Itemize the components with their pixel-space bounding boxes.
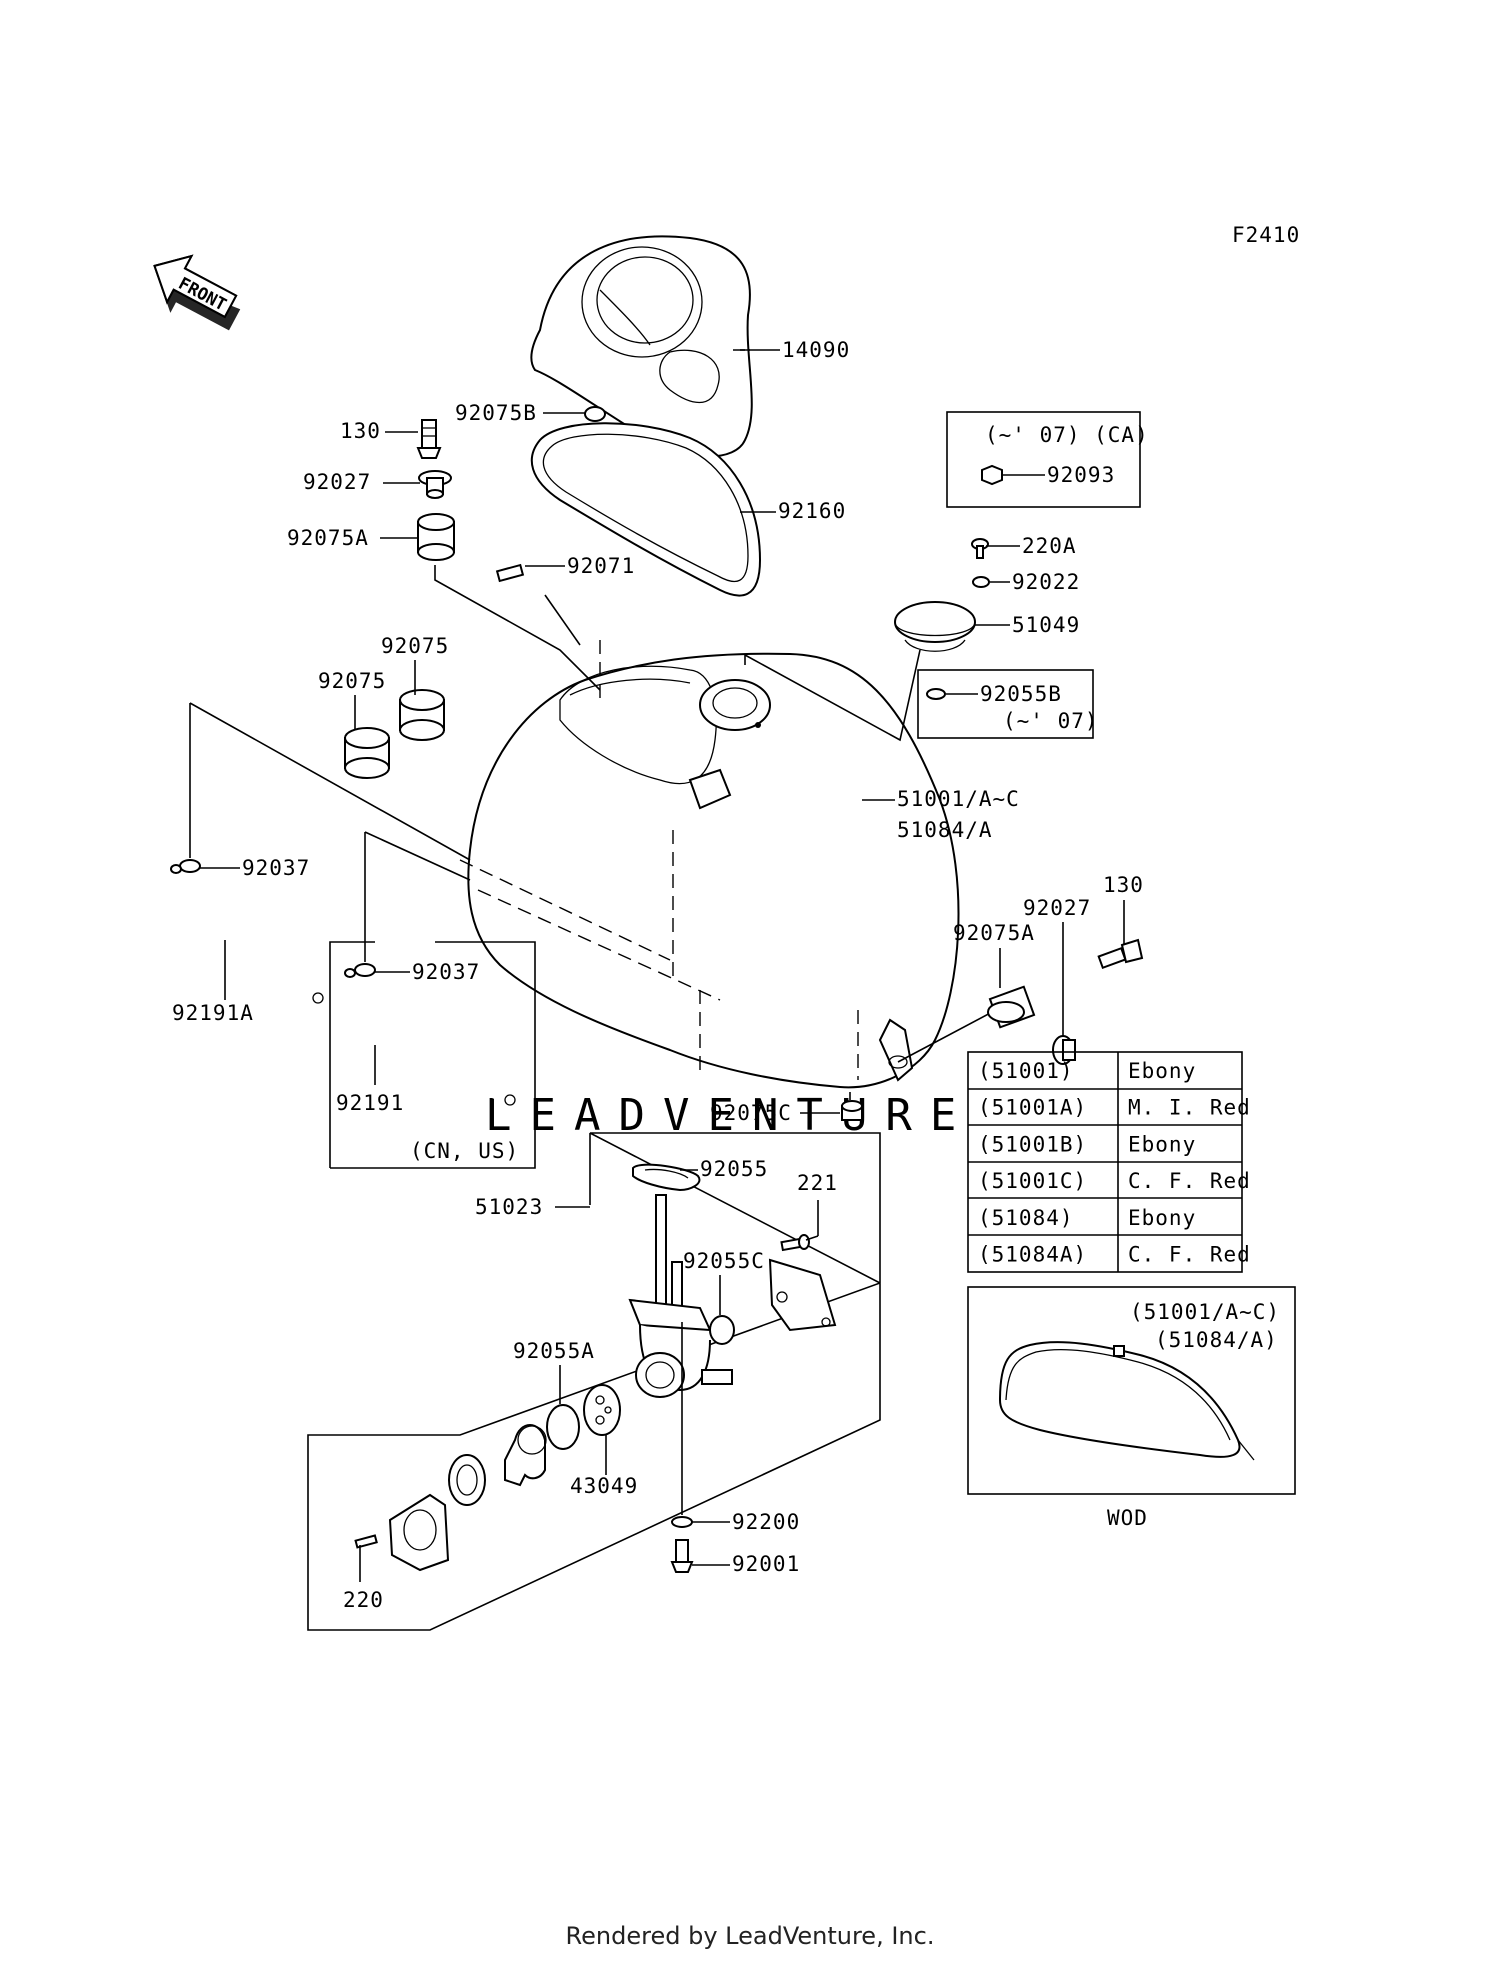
color-table-part: (51001B) (978, 1132, 1087, 1156)
hose-92191 (360, 997, 516, 1106)
footer-credit: Rendered by LeadVenture, Inc. (565, 1922, 935, 1950)
label-92093: 92093 (1047, 463, 1115, 487)
washer-92200 (671, 1516, 693, 1528)
color-table-part: (51001C) (978, 1169, 1087, 1193)
label-221: 221 (797, 1171, 838, 1195)
diagram-code: F2410 (1232, 223, 1300, 247)
wod-tank-outline (998, 1341, 1255, 1461)
label-43049: 43049 (570, 1474, 638, 1498)
label-92071: 92071 (567, 554, 635, 578)
screw-221 (780, 1234, 810, 1252)
cover-plate (768, 1258, 837, 1332)
color-table-color: Ebony (1128, 1132, 1196, 1156)
collar-92027-right (1052, 1035, 1076, 1065)
label-92200: 92200 (732, 1510, 800, 1534)
label-92027-right: 92027 (1023, 896, 1091, 920)
clamp-92037-b (344, 963, 376, 978)
label-51049: 51049 (1012, 613, 1080, 637)
label-220: 220 (343, 1588, 384, 1612)
label-220A: 220A (1022, 534, 1077, 558)
label-92037-a: 92037 (242, 856, 310, 880)
bolt-130-top (416, 419, 442, 459)
label-92075B: 92075B (455, 401, 537, 425)
o-ring-92055C (709, 1315, 735, 1345)
bolt-130-right (1097, 938, 1144, 970)
label-ca-box-title: (~' 07) (CA) (985, 423, 1149, 447)
color-table-color: M. I. Red (1128, 1096, 1251, 1120)
damper-92075-b (344, 727, 390, 779)
hose-92191A (187, 895, 324, 1004)
gasket-92055 (632, 1163, 701, 1192)
screw-220A (971, 538, 989, 559)
color-table-color: C. F. Red (1128, 1169, 1251, 1193)
front-arrow-icon: FRONT (153, 254, 241, 331)
color-table-part: (51084) (978, 1206, 1074, 1230)
collar-92027-top (418, 470, 452, 499)
label-92037-b: 92037 (412, 960, 480, 984)
plate-43049 (583, 1384, 621, 1436)
label-92075-b: 92075 (381, 634, 449, 658)
label-92075-a: 92075 (318, 669, 386, 693)
wod-box (967, 1286, 1296, 1495)
label-92027-top: 92027 (303, 470, 371, 494)
o-ring-92055B (926, 688, 946, 700)
lever-plate (388, 1493, 450, 1572)
screw-220 (354, 1534, 378, 1549)
label-92055: 92055 (700, 1157, 768, 1181)
label-cn-us: (CN, US) (410, 1139, 519, 1163)
label-51023: 51023 (475, 1195, 543, 1219)
color-table-part: (51001) (978, 1059, 1074, 1083)
color-table: (51001) Ebony (51001A) M. I. Red (51001B) Ebo… (967, 1051, 1251, 1273)
clamp-92037-a (170, 859, 201, 874)
label-92022: 92022 (1012, 570, 1080, 594)
damper-92075-a (399, 689, 445, 741)
o-ring-92055A (546, 1404, 580, 1450)
cn-us-box (329, 941, 375, 1168)
label-92055A: 92055A (513, 1339, 595, 1363)
seal-ring (448, 1454, 486, 1506)
grommet-92075C (841, 1100, 863, 1121)
label-92075A-right: 92075A (953, 921, 1035, 945)
damper-92075A-top (417, 513, 455, 561)
label-92075A-top: 92075A (287, 526, 369, 550)
label-92075C: 92075C (710, 1101, 792, 1125)
lever (504, 1424, 547, 1487)
damper-92075A-right (987, 985, 1036, 1029)
color-table-part: (51084A) (978, 1243, 1087, 1267)
cap-51049 (894, 601, 976, 652)
fuel-tank-51001 (467, 652, 960, 1089)
label-92191: 92191 (336, 1091, 404, 1115)
label-wod: WOD (1107, 1506, 1148, 1530)
label-14090: 14090 (782, 338, 850, 362)
label-92055C: 92055C (683, 1249, 765, 1273)
color-table-color: C. F. Red (1128, 1243, 1251, 1267)
label-130-top: 130 (340, 419, 381, 443)
gasket-92160 (530, 422, 762, 597)
fuel-cock-box (307, 1132, 881, 1631)
label-wod-line2: (51084/A) (1155, 1328, 1278, 1352)
label-92001: 92001 (732, 1552, 800, 1576)
label-92055B: 92055B (980, 682, 1062, 706)
label-51084: 51084/A (897, 818, 993, 842)
grommet-92075B (584, 406, 606, 422)
bolt-92001 (670, 1539, 694, 1573)
washer-92022 (972, 576, 990, 588)
nut-92093 (981, 464, 1003, 486)
o-ring-92055B-box (917, 669, 1094, 739)
console-cover-14090 (530, 235, 753, 458)
label-92160: 92160 (778, 499, 846, 523)
label-92055B-note: (~' 07) (1003, 709, 1099, 733)
color-table-color: Ebony (1128, 1059, 1196, 1083)
ca-box (946, 411, 1141, 508)
label-51001: 51001/A~C (897, 787, 1020, 811)
label-130-right: 130 (1103, 873, 1144, 897)
label-wod-line1: (51001/A~C) (1130, 1300, 1280, 1324)
label-92191A: 92191A (172, 1001, 254, 1025)
color-table-color: Ebony (1128, 1206, 1196, 1230)
color-table-part: (51001A) (978, 1096, 1087, 1120)
fuel-cock-body (628, 1194, 733, 1398)
pad-92071 (495, 563, 525, 583)
